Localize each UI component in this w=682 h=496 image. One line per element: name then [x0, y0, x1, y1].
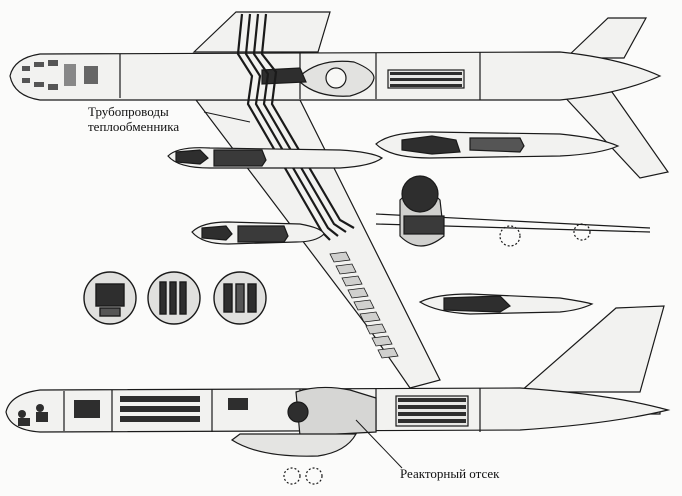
nacelle-side-view — [375, 131, 620, 159]
pipelines-label-line2: теплообменника — [88, 119, 180, 134]
pipelines-leader — [203, 111, 251, 123]
plan-nose-glazing — [22, 60, 98, 90]
side-view — [5, 305, 671, 485]
nacelle-profile-view — [418, 293, 594, 315]
side-reactor-compartment — [295, 386, 377, 437]
plan-upper-wing — [192, 11, 331, 53]
cross-section-1 — [83, 271, 137, 325]
side-vertical-tail — [518, 305, 665, 393]
side-belly-fairing — [230, 433, 358, 457]
cross-section-3 — [213, 271, 267, 325]
wing-tank-grid — [329, 251, 399, 359]
plan-tail-lower — [558, 91, 670, 179]
reactor-leader — [355, 419, 403, 469]
nacelle-strut-view — [375, 175, 651, 247]
pipelines-label: Трубопроводы теплообменника — [88, 104, 179, 134]
reactor-compartment-label: Реакторный отсек — [400, 466, 500, 481]
wing-nacelle-1 — [167, 147, 384, 169]
cross-section-2 — [147, 271, 201, 325]
plan-tail-upper — [564, 17, 648, 59]
wing-nacelle-2 — [191, 221, 325, 245]
plan-view — [9, 11, 670, 389]
pipelines-label-line1: Трубопроводы — [88, 104, 169, 119]
